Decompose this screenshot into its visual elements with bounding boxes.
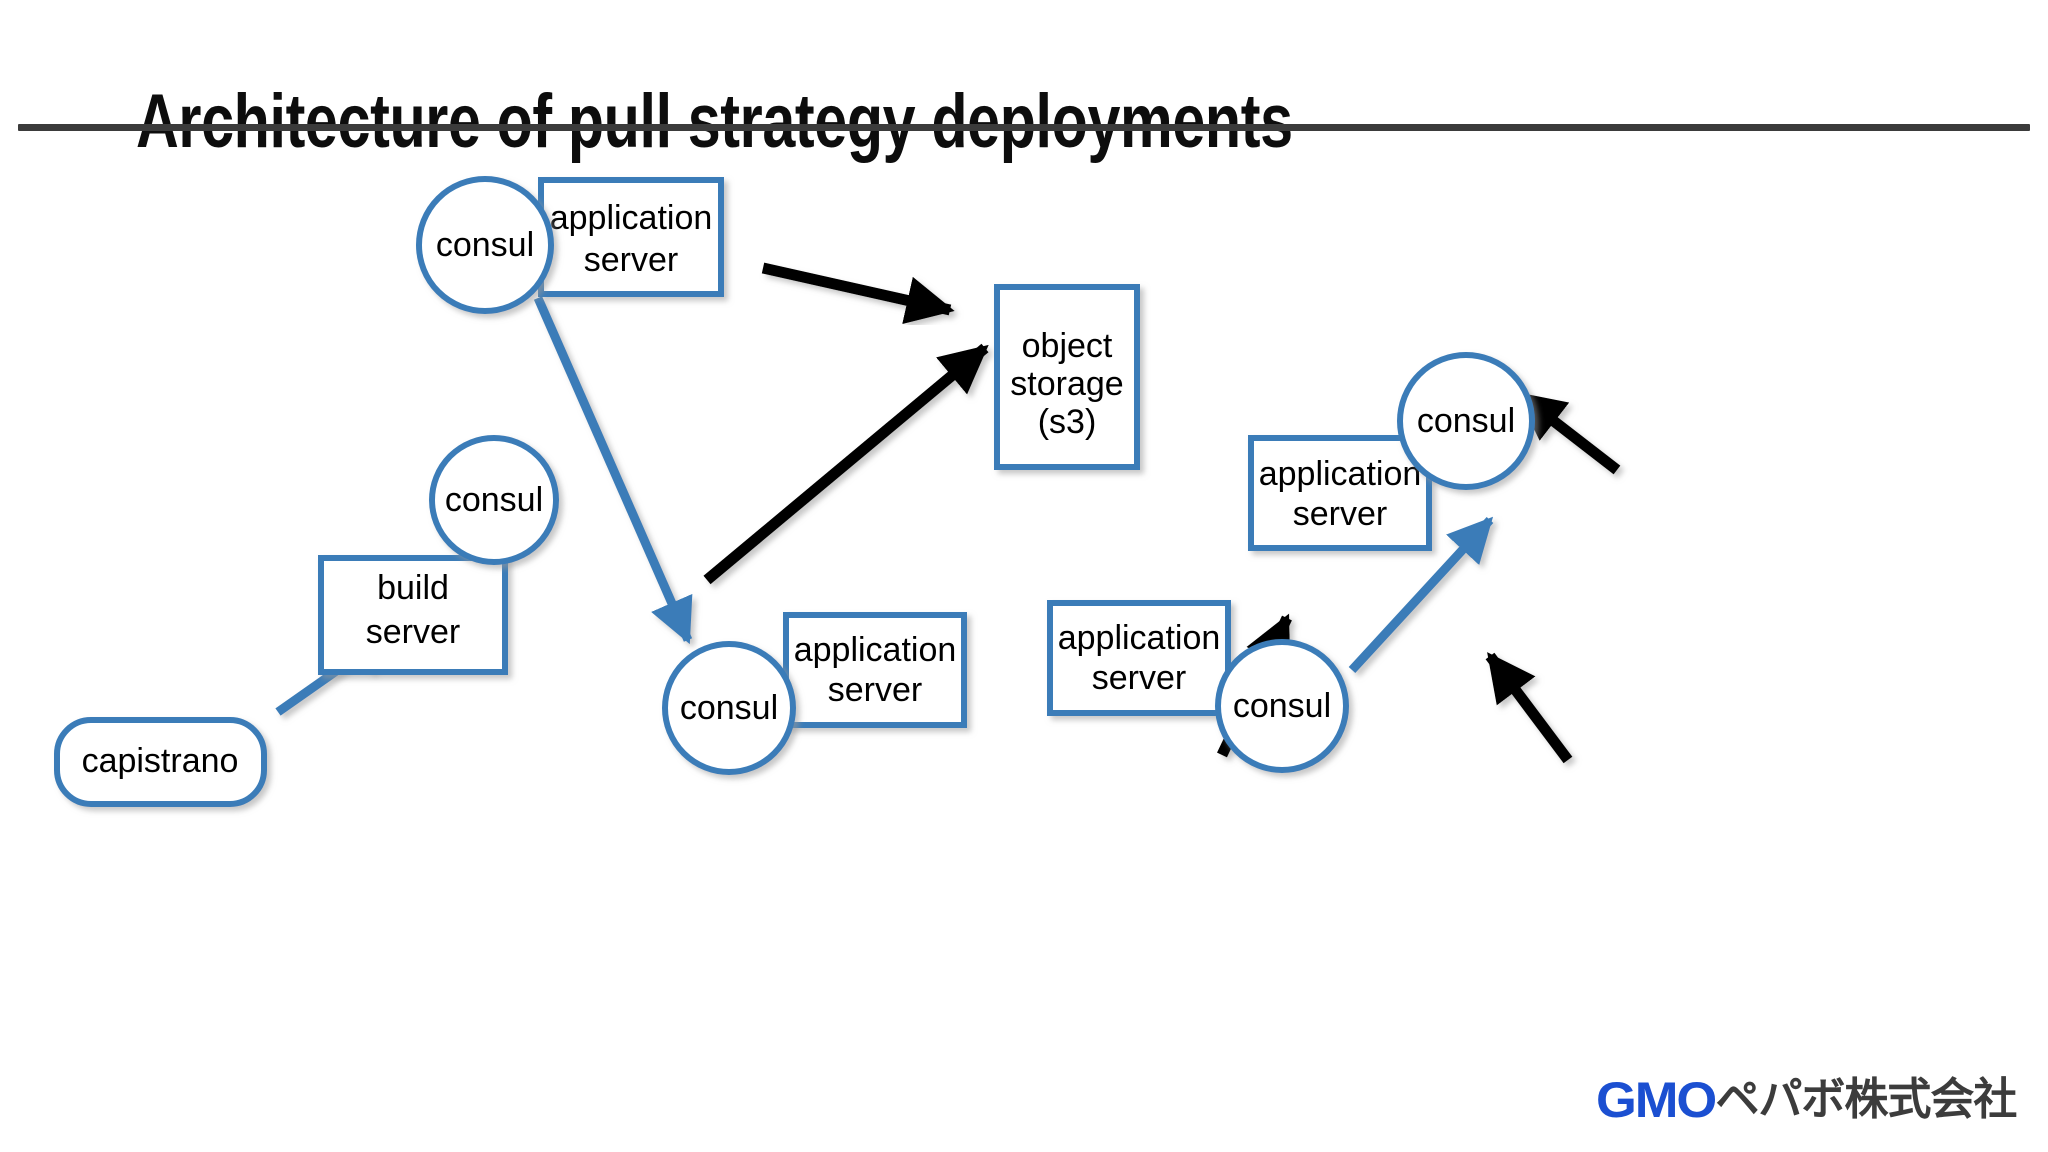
object-storage-label-line2: storage bbox=[1010, 365, 1123, 403]
node-appserver-2[interactable]: application server bbox=[783, 612, 967, 728]
appserver-3-box[interactable] bbox=[1047, 600, 1231, 716]
build-server-box[interactable] bbox=[318, 555, 508, 675]
node-consul-1[interactable]: consul bbox=[416, 176, 554, 314]
appserver-4-label-line2: server bbox=[1293, 495, 1387, 533]
appserver-3-label-line1: application bbox=[1058, 619, 1221, 657]
edge-layer-blue bbox=[275, 296, 1494, 775]
consul-2-label: consul bbox=[445, 481, 543, 519]
capistrano-box[interactable] bbox=[54, 717, 267, 807]
appserver-1-label-line1: application bbox=[550, 199, 713, 237]
node-consul-5[interactable]: consul bbox=[1397, 352, 1535, 490]
logo-company-name-jp: ペパボ株式会社 bbox=[1715, 1074, 2017, 1125]
consul-1-label: consul bbox=[436, 226, 534, 264]
consul-4-circle[interactable] bbox=[1215, 639, 1349, 773]
node-consul-3[interactable]: consul bbox=[662, 641, 796, 775]
node-appserver-3[interactable]: application server bbox=[1047, 600, 1231, 716]
appserver-4-label-line1: application bbox=[1259, 455, 1422, 493]
node-build-server[interactable]: build server bbox=[318, 555, 508, 675]
consul-3-label: consul bbox=[680, 689, 778, 727]
edge-consul4-to-consul5 bbox=[1348, 516, 1494, 674]
object-storage-label-line3: (s3) bbox=[1038, 403, 1097, 441]
node-capistrano[interactable]: capistrano bbox=[54, 717, 267, 807]
consul-4-label: consul bbox=[1233, 687, 1331, 725]
appserver-2-box[interactable] bbox=[783, 612, 967, 728]
node-consul-4[interactable]: consul bbox=[1215, 639, 1349, 773]
appserver-1-box[interactable] bbox=[538, 177, 724, 297]
appserver-2-label-line1: application bbox=[794, 631, 957, 669]
consul-3-circle[interactable] bbox=[662, 641, 796, 775]
node-object-storage[interactable]: object storage (s3) bbox=[994, 284, 1140, 470]
node-consul-2[interactable]: consul bbox=[429, 435, 559, 565]
gmo-pepabo-logo: GMO ペパボ株式会社 bbox=[1596, 1068, 2017, 1132]
consul-2-circle[interactable] bbox=[429, 435, 559, 565]
edge-appserver4-to-object-storage bbox=[1516, 390, 1621, 475]
appserver-1-label-line2: server bbox=[584, 241, 678, 279]
page-title: Architecture of pull strategy deployment… bbox=[136, 78, 1293, 164]
node-appserver-1[interactable]: application server bbox=[538, 177, 724, 297]
edge-consul1-to-consul3 bbox=[533, 296, 693, 645]
appserver-3-label-line2: server bbox=[1092, 659, 1186, 697]
architecture-diagram: application server consul build server c… bbox=[0, 140, 2048, 1020]
build-server-label-line1: build bbox=[377, 569, 449, 607]
capistrano-label: capistrano bbox=[82, 742, 239, 780]
edge-build-server-to-object-storage bbox=[703, 343, 989, 585]
node-appserver-4[interactable]: application server bbox=[1248, 435, 1432, 551]
title-divider bbox=[18, 124, 2030, 131]
consul-5-label: consul bbox=[1417, 402, 1515, 440]
edge-appserver1-to-object-storage bbox=[761, 262, 955, 325]
edge-appserver3-to-object-storage bbox=[1485, 652, 1573, 764]
consul-1-circle[interactable] bbox=[416, 176, 554, 314]
object-storage-box[interactable] bbox=[994, 284, 1140, 470]
appserver-2-label-line2: server bbox=[828, 671, 922, 709]
object-storage-label-line1: object bbox=[1022, 327, 1113, 365]
consul-5-circle[interactable] bbox=[1397, 352, 1535, 490]
logo-gmo-text: GMO bbox=[1596, 1072, 1717, 1128]
build-server-label-line2: server bbox=[366, 613, 460, 651]
appserver-4-box[interactable] bbox=[1248, 435, 1432, 551]
